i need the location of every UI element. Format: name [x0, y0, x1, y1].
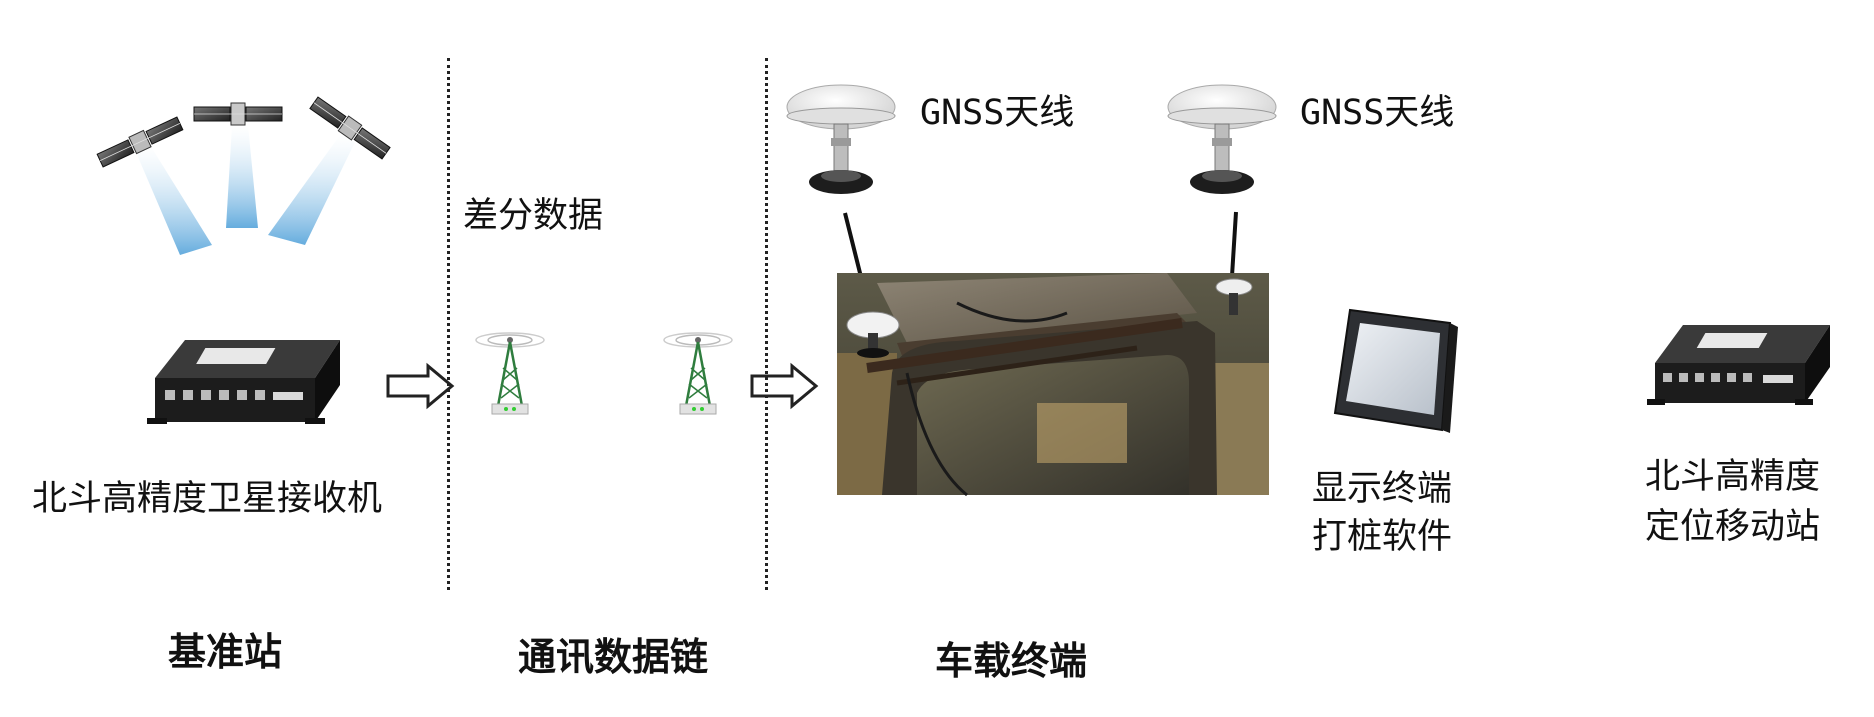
satellite-icon [309, 96, 391, 160]
arrow-right-icon [386, 362, 455, 410]
signal-beam-1 [135, 145, 212, 255]
section-base-station: 基准站 [168, 630, 283, 674]
mobile-station-label-line2: 定位移动站 [1645, 507, 1821, 547]
display-terminal-icon [1333, 308, 1458, 433]
section-comm-link: 通讯数据链 [518, 635, 709, 679]
section-divider-left [447, 58, 450, 590]
diff-data-label: 差分数据 [463, 196, 604, 236]
receiver-label: 北斗高精度卫星接收机 [32, 479, 383, 519]
gnss-antenna-icon [786, 84, 896, 194]
receiver-device-icon [1647, 325, 1830, 405]
arrow-right-icon [750, 362, 819, 410]
display-label-line2: 打桩软件 [1312, 517, 1453, 557]
signal-beam-3 [268, 135, 355, 245]
satellite-icon [96, 116, 184, 168]
radio-tower-icon [663, 332, 733, 415]
display-label-line1: 显示终端 [1312, 469, 1453, 509]
section-vehicle-terminal: 车载终端 [935, 639, 1088, 683]
gnss-antenna-label-right: GNSS天线 [1300, 93, 1455, 133]
gnss-antenna-icon [1167, 84, 1277, 194]
vehicle-cab-photo [837, 273, 1269, 497]
mobile-station-label-line1: 北斗高精度 [1645, 457, 1821, 497]
signal-beam-2 [226, 125, 258, 228]
satellite-icon [193, 102, 283, 126]
gnss-antenna-label-left: GNSS天线 [920, 93, 1075, 133]
section-divider-right [765, 58, 768, 590]
radio-tower-icon [475, 332, 545, 415]
